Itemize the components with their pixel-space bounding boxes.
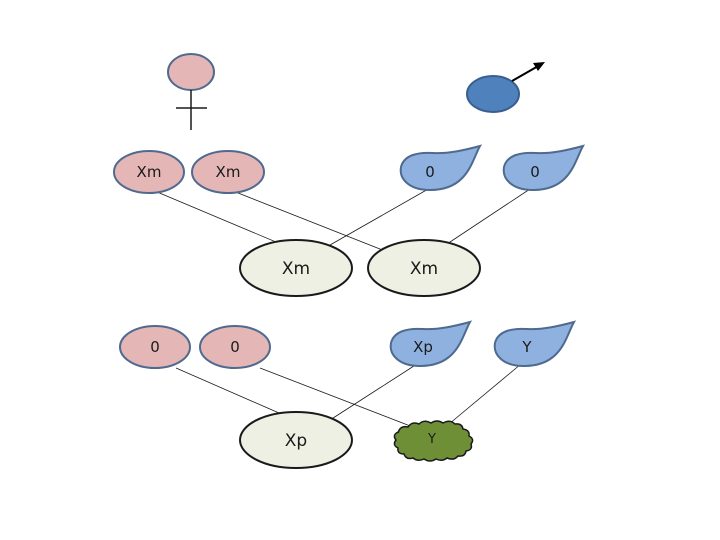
svg-text:0: 0 <box>425 163 435 181</box>
svg-text:Xm: Xm <box>216 163 241 181</box>
svg-text:Xp: Xp <box>413 338 433 356</box>
svg-text:Xp: Xp <box>285 431 307 451</box>
row1-connectors <box>149 187 531 254</box>
egg-row1-2: Xm <box>191 150 265 194</box>
row2-connectors <box>175 363 522 430</box>
egg-row1-1: Xm <box>113 150 185 194</box>
svg-text:0: 0 <box>230 338 240 356</box>
svg-text:Xm: Xm <box>137 163 162 181</box>
male-symbol-icon <box>466 62 545 113</box>
svg-text:0: 0 <box>530 163 540 181</box>
svg-text:Y: Y <box>521 338 532 356</box>
female-symbol-icon <box>167 53 215 130</box>
sperm-row2-2: Y <box>493 320 577 368</box>
offspring-row1-1: Xm <box>239 239 353 297</box>
sperm-row1-2: 0 <box>502 144 586 192</box>
svg-text:0: 0 <box>150 338 160 356</box>
offspring-row2-1: Xp <box>239 411 353 469</box>
svg-text:Xm: Xm <box>410 259 438 279</box>
svg-text:Xm: Xm <box>282 259 310 279</box>
egg-row2-2: 0 <box>199 325 271 369</box>
offspring-row1-2: Xm <box>367 239 481 297</box>
sperm-row1-1: 0 <box>399 144 483 192</box>
offspring-row2-2-blob: Y <box>393 420 474 462</box>
egg-row2-1: 0 <box>119 325 191 369</box>
sperm-row2-1: Xp <box>389 320 473 368</box>
svg-text:Y: Y <box>427 432 436 447</box>
